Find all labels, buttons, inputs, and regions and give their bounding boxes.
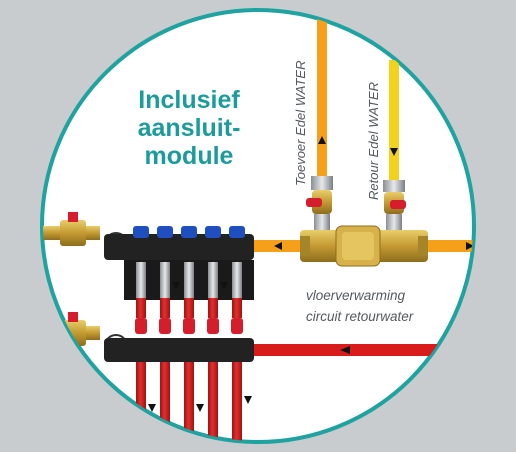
diagram-content [43, 11, 473, 441]
return-riser-pipe [389, 60, 399, 185]
heading-line-2: aansluit- [137, 114, 241, 142]
ball-valve-icon [306, 176, 333, 230]
caption-line-2: circuit retourwater [306, 309, 414, 324]
arrow-left-icon [340, 346, 350, 354]
arrow-down-icon [196, 404, 204, 412]
heading-line-3: module [144, 142, 234, 170]
manifold-supply-bar [104, 234, 254, 260]
arrow-right-icon [466, 242, 473, 250]
return-pipe [250, 344, 473, 356]
circuit-pipes [136, 298, 242, 441]
arrow-left-icon [274, 242, 282, 250]
frame-circle [40, 8, 476, 444]
flow-meters [135, 262, 243, 334]
arrow-down-icon [220, 282, 228, 290]
arrow-down-icon [390, 148, 398, 156]
arrow-down-icon [244, 396, 252, 404]
caption-line-1: vloerverwarming [306, 288, 406, 303]
heading-line-1: Inclusief [138, 86, 240, 114]
manifold-caps [133, 226, 245, 238]
arrow-down-icon [172, 282, 180, 290]
manifold-return-bar [104, 338, 254, 362]
ball-valve-icon [383, 180, 406, 230]
supply-riser-pipe [317, 11, 327, 180]
supply-label: Toevoer Edel WATER [293, 60, 308, 186]
return-label: Retour Edel WATER [366, 81, 381, 200]
arrow-down-icon [148, 404, 156, 412]
arrow-up-icon [318, 136, 326, 144]
connection-fitting [300, 225, 428, 267]
